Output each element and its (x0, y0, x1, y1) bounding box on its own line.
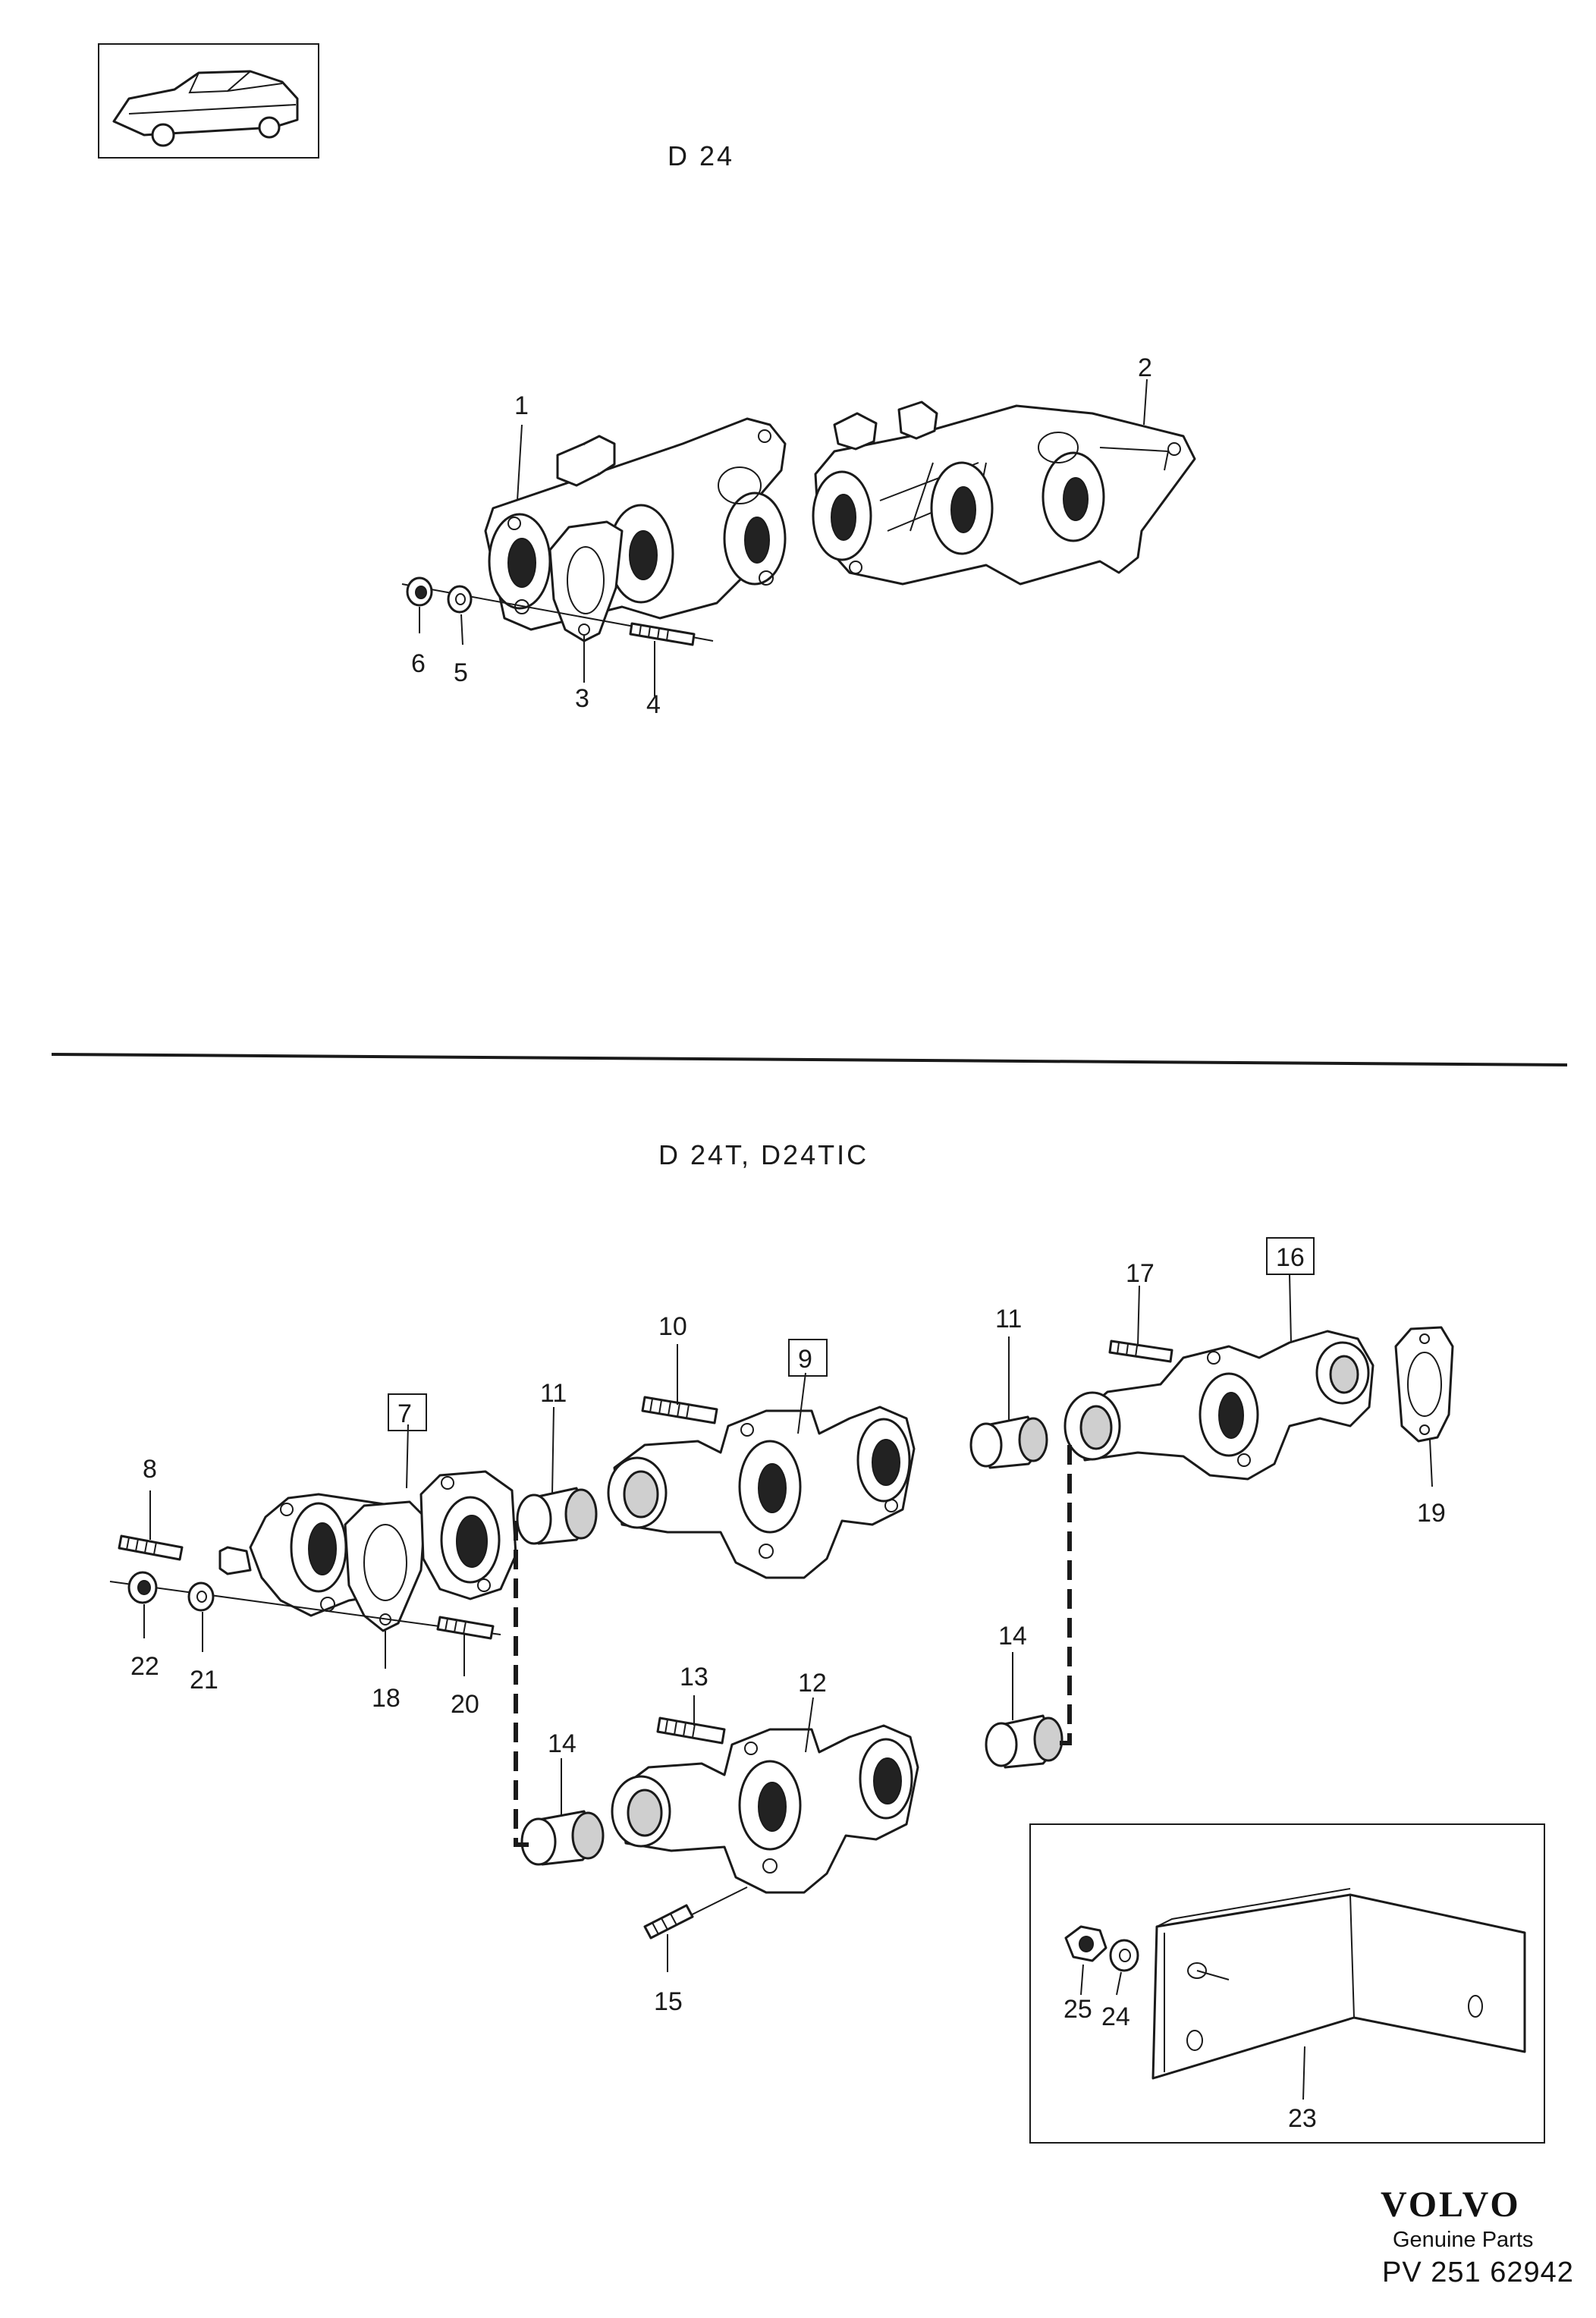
gasket-part-3 (548, 520, 624, 642)
nut-part-25 (1064, 1925, 1107, 1962)
callout-13: 13 (680, 1663, 708, 1691)
section-title-d24: D 24 (668, 140, 734, 171)
callout-11-right: 11 (995, 1305, 1022, 1333)
callout-21: 21 (190, 1666, 218, 1695)
publication-code: PV 251 62942 (1382, 2257, 1574, 2288)
brand-logo: VOLVO (1381, 2185, 1521, 2225)
car-thumbnail-icon (112, 70, 299, 147)
nut-part-22 (127, 1571, 158, 1604)
callout-14-right: 14 (998, 1622, 1027, 1651)
callout-22: 22 (130, 1652, 159, 1681)
callout-16: 16 (1276, 1243, 1305, 1272)
callout-12: 12 (798, 1669, 827, 1698)
stud-part-4 (629, 622, 696, 646)
callout-3: 3 (575, 684, 589, 713)
callout-25: 25 (1063, 1995, 1092, 2024)
stud-part-15 (643, 1886, 748, 1940)
callout-14-left: 14 (548, 1729, 577, 1758)
stud-part-20 (436, 1616, 495, 1640)
callout-10: 10 (658, 1312, 687, 1341)
callout-9: 9 (798, 1345, 812, 1374)
manifold-alt-part-12 (611, 1724, 919, 1894)
genuine-parts-label: Genuine Parts (1393, 2228, 1533, 2252)
bracket-part-23 (1151, 1888, 1526, 2080)
sleeve-part-11-right (969, 1415, 1048, 1469)
callout-17: 17 (1126, 1259, 1155, 1288)
callout-2: 2 (1138, 353, 1152, 382)
stud-part-10 (641, 1396, 718, 1424)
callout-18: 18 (372, 1684, 401, 1713)
callout-box-9: 9 (788, 1339, 828, 1377)
bracket-inset: 25 24 23 (1029, 1823, 1545, 2144)
callout-24: 24 (1101, 2002, 1130, 2031)
callout-11-left: 11 (540, 1379, 567, 1408)
section-divider (51, 1053, 1568, 1066)
footer: VOLVO Genuine Parts PV 251 62942 (1381, 2185, 1574, 2288)
callout-15: 15 (654, 1987, 683, 2016)
callout-23: 23 (1288, 2104, 1317, 2133)
callout-1: 1 (514, 391, 529, 420)
flange-part-7 (419, 1470, 517, 1600)
callout-19: 19 (1417, 1499, 1446, 1528)
washer-part-21 (187, 1581, 215, 1612)
sleeve-part-14-right (985, 1714, 1063, 1769)
callout-box-7: 7 (388, 1393, 427, 1431)
car-thumbnail (98, 43, 319, 159)
stud-part-13 (656, 1717, 726, 1745)
manifold-front-part-1 (484, 417, 787, 631)
alt-link-right (1058, 1445, 1072, 1745)
callout-20: 20 (451, 1690, 479, 1719)
callout-4: 4 (646, 690, 661, 719)
gasket-part-18 (344, 1500, 426, 1632)
washer-part-5 (447, 585, 473, 614)
sleeve-part-14-left (520, 1810, 605, 1866)
callout-6: 6 (411, 649, 426, 678)
washer-part-24 (1109, 1939, 1139, 1972)
callout-8: 8 (143, 1455, 157, 1484)
gasket-part-19 (1394, 1326, 1454, 1443)
sleeve-part-11-left (516, 1487, 598, 1545)
callout-5: 5 (454, 658, 468, 687)
manifold-rear-part-2 (812, 400, 1196, 586)
stud-part-8 (118, 1534, 184, 1561)
callout-box-16: 16 (1266, 1237, 1315, 1275)
alt-link-left (514, 1521, 535, 1847)
section-title-d24t: D 24T, D24TIC (658, 1139, 869, 1170)
manifold-middle-part-9 (607, 1406, 916, 1579)
manifold-rear-part-16 (1063, 1330, 1375, 1481)
callout-7: 7 (397, 1399, 412, 1428)
nut-part-6 (406, 576, 433, 607)
stud-part-17 (1108, 1340, 1173, 1363)
